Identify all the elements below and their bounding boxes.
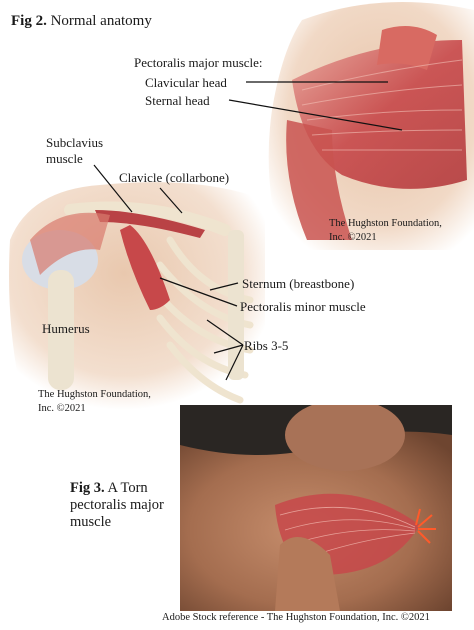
- ribs-label: Ribs 3-5: [244, 338, 289, 353]
- fig2-label: Fig 2.: [11, 13, 47, 29]
- subclavius-label-line2: muscle: [46, 151, 83, 166]
- subclavius-label-line1: Subclavius: [46, 135, 104, 150]
- fig2-title: Fig 2. Normal anatomy: [11, 14, 152, 29]
- fig3-title-line1: A Torn: [107, 480, 148, 496]
- torn-muscle-photo: [180, 405, 452, 611]
- humerus-label: Humerus: [42, 321, 90, 336]
- sternal-head-label: Sternal head: [145, 93, 210, 108]
- pec-minor-label: Pectoralis minor muscle: [240, 299, 366, 314]
- sternum-label: Sternum (breastbone): [242, 276, 355, 291]
- pec-major-heading: Pectoralis major muscle:: [134, 55, 263, 70]
- fig3-title-line3: muscle: [70, 514, 112, 530]
- fig3-caption: Adobe Stock reference - The Hughston Fou…: [162, 612, 430, 623]
- clavicular-head-label: Clavicular head: [145, 75, 227, 90]
- fig3-label: Fig 3.: [70, 480, 105, 496]
- pectoralis-major-illustration: [268, 2, 474, 250]
- shoulder-anatomy-illustration: [9, 182, 265, 410]
- credit-left-line1: The Hughston Foundation,: [38, 389, 151, 400]
- fig3-title: Fig 3. A Torn pectoralis major muscle: [70, 480, 164, 531]
- credit-top-line1: The Hughston Foundation,: [329, 218, 442, 229]
- credit-left-line2: Inc. ©2021: [38, 403, 86, 414]
- clavicle-label: Clavicle (collarbone): [119, 170, 230, 185]
- credit-top-line2: Inc. ©2021: [329, 232, 377, 243]
- fig3-title-line2: pectoralis major: [70, 497, 164, 513]
- fig2-title-text: Normal anatomy: [50, 13, 152, 29]
